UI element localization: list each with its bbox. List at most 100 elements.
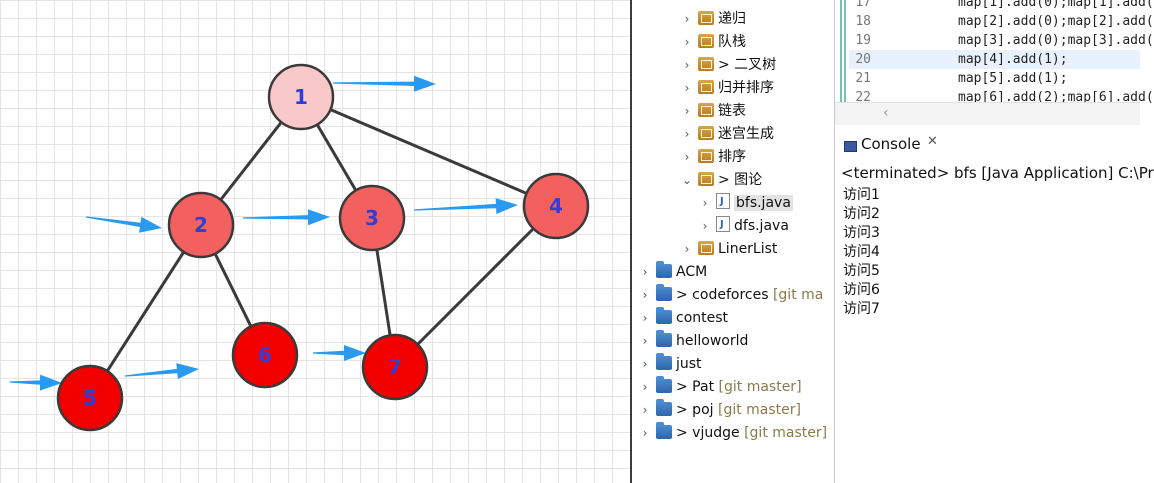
chevron-right-icon[interactable]: ›	[702, 219, 708, 233]
chevron-right-icon[interactable]: ›	[642, 311, 648, 325]
chevron-right-icon[interactable]: ›	[684, 242, 690, 256]
chevron-right-icon[interactable]: ›	[642, 265, 648, 279]
tree-item[interactable]: › 队栈	[680, 31, 746, 54]
tree-item-label: > vjudge	[676, 425, 740, 441]
node-label: 4	[549, 194, 563, 218]
tree-item[interactable]: ›dfs.java	[698, 213, 789, 238]
chevron-right-icon[interactable]: ›	[684, 12, 690, 26]
graph-node-2: 2	[167, 191, 235, 259]
console-output-line: 访问6	[843, 282, 880, 298]
line-number: 20	[855, 52, 871, 67]
tree-item[interactable]: ›> Pat [git master]	[638, 376, 802, 399]
graph-node-6: 6	[231, 321, 299, 389]
line-number: 21	[855, 71, 871, 86]
tree-item-label: > codeforces	[676, 287, 769, 303]
horizontal-scrollbar[interactable]: ‹	[835, 102, 1140, 125]
chevron-right-icon[interactable]: ›	[684, 127, 690, 141]
panel-divider[interactable]	[630, 0, 632, 483]
project-icon	[656, 399, 672, 416]
tree-item[interactable]: ›递归	[680, 8, 746, 31]
graph-node-4: 4	[522, 172, 590, 240]
tree-item[interactable]: › 迷宫生成	[680, 123, 774, 146]
graph-node-3: 3	[338, 184, 406, 252]
chevron-right-icon[interactable]: ›	[684, 35, 690, 49]
traversal-arrow-icon	[313, 345, 366, 361]
change-gutter	[840, 0, 848, 102]
tree-item[interactable]: ›> codeforces [git ma	[638, 284, 823, 307]
tree-item[interactable]: › 排序	[680, 146, 746, 169]
tree-item[interactable]: ⌄ > 图论	[680, 169, 762, 192]
tree-item-label: 链表	[718, 103, 746, 119]
tree-item-label: 队栈	[718, 34, 746, 50]
tree-item-label: 迷宫生成	[718, 126, 774, 142]
tree-item[interactable]: ›bfs.java	[698, 190, 793, 215]
code-text: map[3].add(0);map[3].add(	[958, 33, 1154, 48]
close-icon[interactable]: ✕	[927, 134, 938, 149]
java-file-icon	[716, 190, 730, 213]
tree-item[interactable]: › contest	[638, 307, 728, 330]
tree-item[interactable]: ›> vjudge [git master]	[638, 422, 827, 445]
console-output[interactable]: <terminated> bfs [Java Application] C:\P…	[835, 159, 1154, 483]
node-circle	[338, 184, 406, 252]
tree-item-label: > poj	[676, 402, 714, 418]
tree-item[interactable]: › 链表	[680, 100, 746, 123]
traversal-arrow-icon	[124, 363, 199, 379]
tree-item[interactable]: › just	[638, 353, 702, 376]
tree-item[interactable]: ›helloworld	[638, 330, 748, 353]
tree-item[interactable]: › > poj [git master]	[638, 399, 801, 422]
graph-node-7: 7	[361, 333, 429, 401]
chevron-right-icon[interactable]: ›	[684, 58, 690, 72]
chevron-right-icon[interactable]: ›	[684, 81, 690, 95]
tab-console[interactable]: Console ✕	[835, 131, 1140, 159]
chevron-right-icon[interactable]: ›	[642, 403, 648, 417]
chevron-right-icon[interactable]: ›	[642, 334, 648, 348]
chevron-right-icon[interactable]: ›	[684, 150, 690, 164]
chevron-right-icon[interactable]: ›	[642, 380, 648, 394]
package-icon	[698, 172, 714, 186]
console-output-line: 访问5	[843, 263, 880, 279]
project-icon	[656, 284, 672, 301]
console-output-line: 访问1	[843, 187, 880, 203]
scroll-left-arrow-icon[interactable]: ‹	[883, 105, 889, 121]
tree-item[interactable]: ›ACM	[638, 261, 707, 284]
tree-item[interactable]: ›> 二叉树	[680, 54, 776, 77]
package-icon	[698, 103, 714, 117]
tree-item[interactable]: ›LinerList	[680, 238, 777, 261]
git-decoration: [git master]	[717, 402, 801, 418]
tree-item-label: just	[676, 356, 702, 372]
project-icon	[656, 376, 672, 393]
tree-item-label: 归并排序	[718, 80, 774, 96]
console-output-line: 访问4	[843, 244, 880, 260]
graph-edge-4-7	[393, 204, 558, 369]
console-status-line: <terminated> bfs [Java Application] C:\P…	[841, 164, 1154, 182]
package-icon	[698, 34, 714, 48]
chevron-down-icon[interactable]: ⌄	[681, 173, 693, 187]
line-number: 22	[855, 90, 871, 105]
tree-item-label: 排序	[718, 149, 746, 165]
chevron-right-icon[interactable]: ›	[684, 104, 690, 118]
code-text: map[1].add(0);map[1].add(	[958, 0, 1154, 10]
line-number: 18	[855, 14, 871, 29]
node-label: 5	[83, 386, 97, 410]
chevron-right-icon[interactable]: ›	[642, 288, 648, 302]
tree-item-label: contest	[676, 310, 729, 326]
package-icon	[698, 57, 714, 71]
node-circle	[522, 172, 590, 240]
tree-item[interactable]: › 归并排序	[680, 77, 774, 100]
tree-item-label: > 图论	[718, 172, 763, 188]
node-label: 1	[294, 85, 308, 109]
chevron-right-icon[interactable]: ›	[642, 357, 648, 371]
node-circle	[56, 364, 124, 432]
chevron-right-icon[interactable]: ›	[642, 426, 648, 440]
chevron-right-icon[interactable]: ›	[702, 196, 708, 210]
package-icon	[698, 11, 714, 25]
explorer-separator[interactable]	[834, 0, 835, 483]
project-icon	[656, 330, 672, 347]
